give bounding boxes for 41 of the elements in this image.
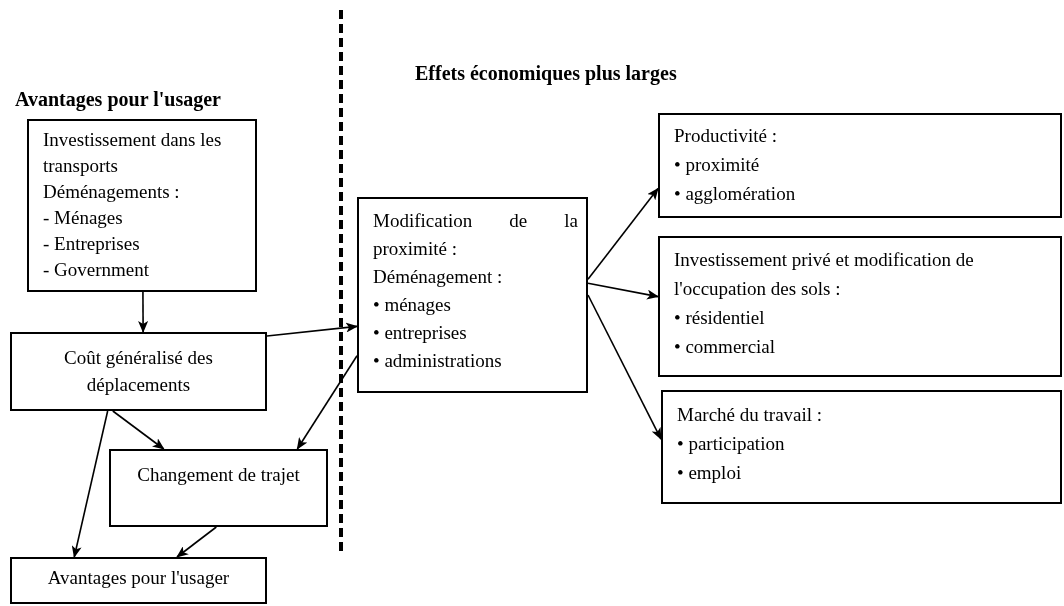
text-box xyxy=(658,236,1062,377)
box-text: Changement de trajet xyxy=(136,463,301,487)
text-box xyxy=(10,557,267,604)
box-text: Déménagement : xyxy=(373,265,504,289)
box-text: Déménagements : xyxy=(43,180,181,204)
arrow xyxy=(587,282,659,300)
box-text: • entreprises xyxy=(373,321,468,345)
box-text: Modification de la proximité : xyxy=(373,209,578,261)
section-heading: Avantages pour l'usager xyxy=(15,88,221,111)
arrow xyxy=(71,410,109,558)
box-text: • agglomération xyxy=(674,182,797,206)
box-text: Avantages pour l'usager xyxy=(46,566,231,590)
text-box xyxy=(661,390,1062,504)
box-text: - Ménages xyxy=(43,206,124,230)
text-box xyxy=(27,119,257,292)
box-text: • proximité xyxy=(674,153,761,177)
box-text: Investissement dans les transports xyxy=(43,128,223,178)
arrow xyxy=(587,294,662,440)
text-box xyxy=(109,449,328,527)
box-text: • commercial xyxy=(674,335,777,359)
arrow xyxy=(138,291,149,333)
box-text: • participation xyxy=(677,432,786,456)
section-heading: Effets économiques plus larges xyxy=(415,62,677,85)
box-text: Marché du travail : xyxy=(677,403,824,427)
text-box xyxy=(357,197,588,393)
arrow xyxy=(112,410,165,450)
box-text: - Entreprises xyxy=(43,232,141,256)
text-box xyxy=(10,332,267,411)
box-text: Coût généralisé des déplacements xyxy=(63,346,214,397)
arrow xyxy=(587,187,659,281)
box-text: • ménages xyxy=(373,293,452,317)
box-text: • administrations xyxy=(373,349,503,373)
box-text: • emploi xyxy=(677,461,743,485)
arrow xyxy=(296,354,358,450)
box-text: - Government xyxy=(43,258,151,282)
box-text: Investissement privé et modification de l'occupation des sols : xyxy=(674,248,975,301)
arrow xyxy=(266,322,358,337)
text-box xyxy=(658,113,1062,218)
arrow xyxy=(176,526,218,558)
box-text: Productivité : xyxy=(674,124,778,148)
box-text: • résidentiel xyxy=(674,306,766,330)
